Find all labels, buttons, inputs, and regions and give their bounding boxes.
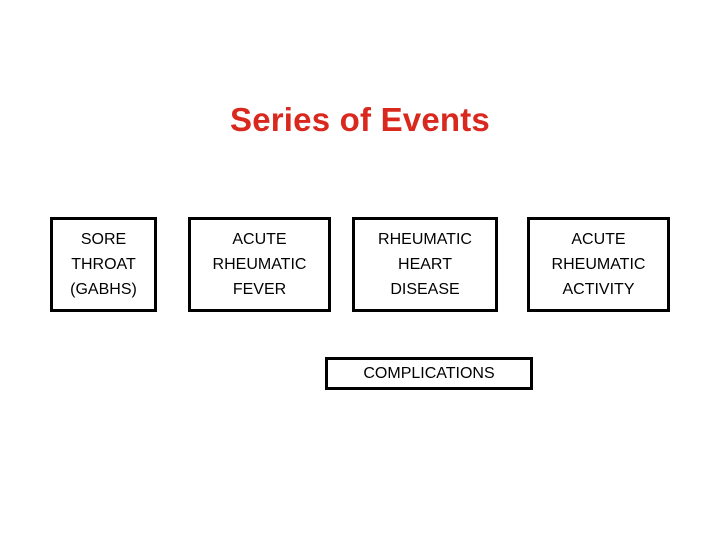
flow-box-line: COMPLICATIONS	[363, 364, 495, 382]
flow-box-line: (GABHS)	[70, 281, 137, 298]
flow-box-line: DISEASE	[390, 281, 460, 298]
flow-box-complications[interactable]: COMPLICATIONS	[325, 357, 533, 390]
flow-box-line: ACUTE	[232, 231, 287, 248]
flow-box-line: FEVER	[232, 281, 287, 298]
flow-box-sore-throat[interactable]: SORE THROAT (GABHS)	[50, 217, 157, 312]
flow-box-line: RHEUMATIC	[551, 256, 646, 273]
series-of-events-flow: SORE THROAT (GABHS) ACUTE RHEUMATIC FEVE…	[50, 217, 670, 312]
flow-box-line: RHEUMATIC	[378, 231, 472, 248]
flow-box-line: HEART	[398, 256, 452, 273]
flow-box-line: THROAT	[71, 256, 136, 273]
flow-box-rheumatic-heart-disease[interactable]: RHEUMATIC HEART DISEASE	[352, 217, 498, 312]
flow-box-line: SORE	[80, 231, 127, 248]
flow-box-line: ACUTE	[571, 231, 626, 248]
flow-box-acute-rheumatic-activity[interactable]: ACUTE RHEUMATIC ACTIVITY	[527, 217, 670, 312]
page-title: Series of Events	[230, 101, 490, 138]
flow-box-acute-rheumatic-fever[interactable]: ACUTE RHEUMATIC FEVER	[188, 217, 331, 312]
flow-box-line: RHEUMATIC	[212, 256, 307, 273]
flow-box-line: ACTIVITY	[562, 281, 635, 298]
